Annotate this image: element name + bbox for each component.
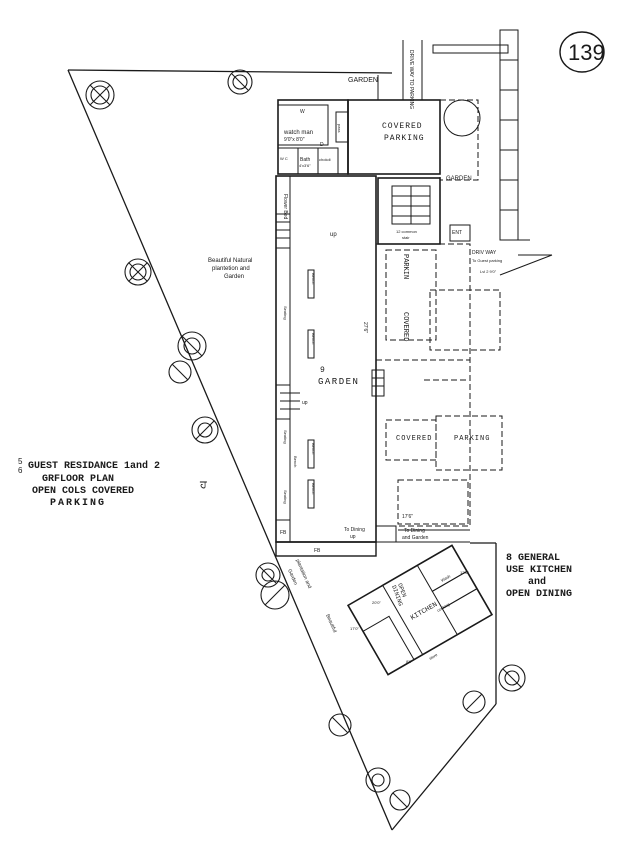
label-parking-vertical: PARKIN	[401, 254, 409, 279]
label-to-dining-b: To Dining	[404, 528, 425, 534]
label-dim-k4: 20'0"	[372, 600, 381, 605]
label-to-guest-parking: To Guest parking	[472, 258, 502, 263]
page-number-text: 139	[568, 40, 605, 65]
label-w-mark: W	[300, 109, 305, 115]
label-garden-mid-num: 9	[320, 366, 325, 375]
kitchen-title-2: USE KITCHEN	[506, 565, 572, 576]
trees	[85, 69, 526, 811]
label-beautiful-a: Beautiful Natural	[208, 258, 252, 264]
label-plantation-a: Beautiful	[324, 613, 337, 633]
tree	[255, 562, 281, 588]
label-common-stair-b: stair	[402, 235, 410, 240]
top-block	[277, 75, 481, 181]
label-driv-way: DRIV WAY	[472, 250, 497, 256]
label-dim-k3: 8'0"	[406, 659, 413, 664]
title-number-b: 6	[18, 466, 23, 475]
tree	[498, 664, 526, 692]
label-pass: pass	[337, 124, 342, 132]
label-d-mark: D	[320, 142, 324, 148]
label-garden-right: GARDEN	[446, 176, 472, 182]
label-up-small: up	[302, 400, 308, 406]
tree	[177, 331, 207, 361]
label-bench-c: Bench	[311, 333, 316, 344]
tree	[168, 360, 192, 384]
garden-strip	[275, 175, 385, 543]
label-store: store	[428, 652, 439, 661]
label-plantation-b: plantation and	[294, 558, 312, 589]
label-fb-left: FB	[280, 530, 287, 536]
label-covered-mid: COVERED	[401, 312, 409, 341]
tree	[365, 767, 391, 793]
label-bench-a: Seating	[283, 306, 288, 320]
label-garden-mid: GARDEN	[318, 377, 359, 387]
label-fb-right: FB	[314, 548, 321, 554]
label-wash: Wash	[440, 573, 451, 582]
tree	[227, 69, 253, 95]
label-open-dining-a: OPEN	[396, 582, 408, 598]
site-boundary	[67, 69, 497, 831]
label-flower-bed: Flower Bed	[282, 194, 288, 220]
title-sub-2: OPEN COLS COVERED	[32, 486, 134, 497]
title-main: GUEST RESIDANCE 1and 2	[28, 460, 160, 472]
tree	[389, 789, 411, 811]
tree	[85, 80, 115, 110]
label-dim-right: Lvl 2 9'0"	[480, 269, 497, 274]
label-and-garden: and Garden	[402, 535, 429, 541]
label-cooking: cooking	[436, 602, 450, 613]
label-parking-lower: PARKING	[454, 435, 490, 443]
label-bath-size: 4'x3'6"	[299, 163, 311, 168]
label-wc: W C	[280, 156, 288, 161]
label-to-dining-up: up	[350, 534, 356, 540]
label-kitchen: KITCHEN	[410, 601, 439, 623]
label-dim-mid: 27'6"	[362, 322, 368, 333]
bottom-corridor	[275, 525, 470, 557]
kitchen-title-4: OPEN DINING	[506, 589, 572, 600]
label-bench-e: Bench	[311, 443, 316, 454]
tree	[462, 690, 486, 714]
tree	[328, 713, 352, 737]
label-dim-k1: 12'6"	[460, 570, 469, 575]
kitchen-block	[346, 544, 494, 676]
label-covered-top: COVERED	[382, 122, 423, 131]
kitchen-title-1: 8 GENERAL	[506, 553, 560, 564]
label-bench-f: Bench	[311, 483, 316, 494]
label-parking-top: PARKING	[384, 134, 425, 143]
label-bench-b: Bench	[311, 273, 316, 284]
label-bench-d: Seating	[283, 430, 288, 444]
label-drive-way-top: DRIVE WAY TO PARKING	[408, 50, 414, 109]
label-ent: ENT	[452, 230, 462, 236]
label-watchman: watch man	[283, 130, 313, 136]
page-number-badge: 139	[559, 31, 605, 73]
label-beautiful-b: plantetion and	[212, 266, 250, 272]
label-seat-g: Seating	[283, 490, 288, 504]
title-sub-3: PARKING	[50, 498, 106, 509]
title-sub: GRFLOOR PLAN	[42, 474, 114, 485]
label-dim-k2: 17'0"	[350, 626, 359, 631]
label-garden-top: GARDEN	[348, 77, 378, 84]
covered-parking-area	[375, 243, 503, 527]
label-beautiful-c: Garden	[224, 274, 244, 280]
right-boundary-wall	[402, 29, 553, 276]
tree	[260, 580, 290, 610]
label-chokdi: chokdi	[319, 157, 331, 162]
label-plantation-c: Garden	[286, 568, 298, 586]
label-watchman-size: 9'0"x 8'0"	[284, 137, 305, 143]
label-up-top: up	[330, 232, 337, 238]
title-number-a: 5	[18, 457, 23, 466]
label-covered-lower: COVERED	[396, 435, 432, 443]
label-seat-h: Bench	[293, 456, 298, 467]
tree	[124, 258, 152, 286]
label-common-stair-a: 12 common	[396, 229, 417, 234]
scribble-mark: ਹ	[199, 479, 207, 491]
kitchen-title-3: and	[528, 576, 546, 588]
label-bath: Bath	[300, 157, 311, 163]
label-to-dining-a: To Dining	[344, 527, 365, 533]
tree	[191, 416, 219, 444]
label-dim-lower: 17'6"	[402, 514, 413, 520]
